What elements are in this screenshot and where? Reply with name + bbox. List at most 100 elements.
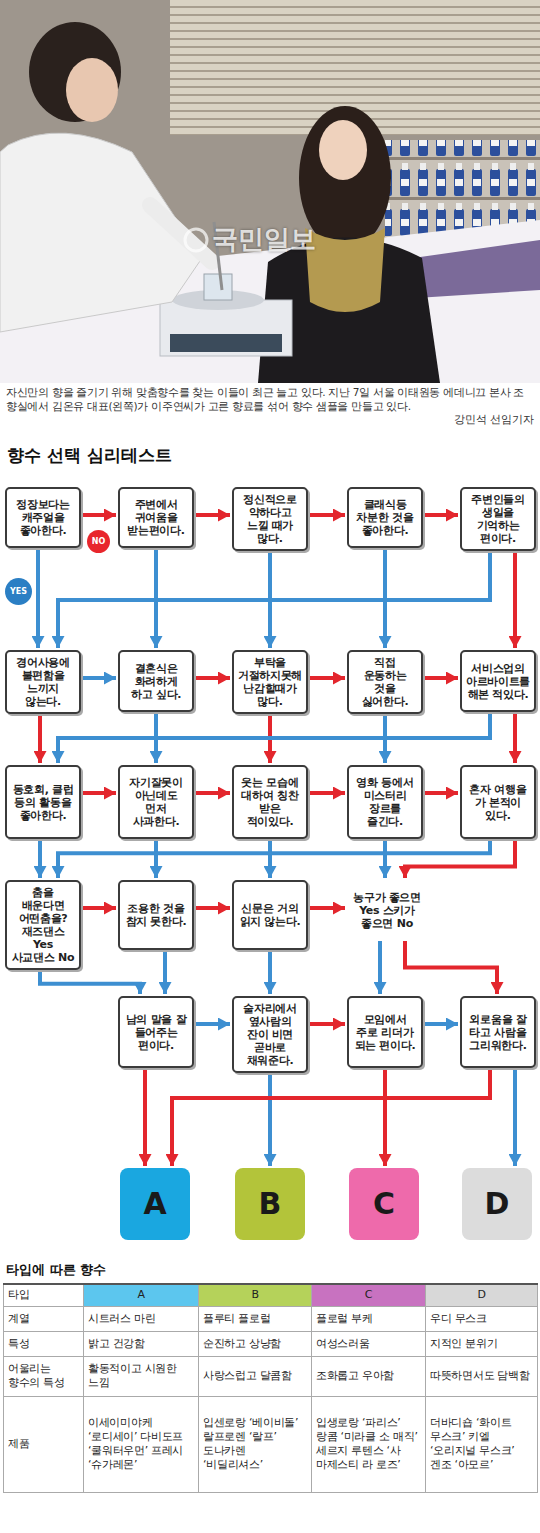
table-cell: 입생로랑 ‘파리스’ 랑콤 ‘미라클 소 매직’ 세르지 루텐스 ‘사 마제스티… bbox=[312, 1396, 426, 1492]
answer-badge: YES bbox=[5, 578, 32, 605]
question-box: 자기잘못이 아닌데도 먼저 사과한다. bbox=[118, 765, 194, 839]
flow-arrow bbox=[143, 1069, 147, 1166]
question-box: 남의 말을 잘 들어주는 편이다. bbox=[118, 996, 194, 1068]
table-text: 시트러스 마린 bbox=[88, 1312, 194, 1326]
node-text: 외로움을 잘 타고 사람을 그리워한다. bbox=[465, 1013, 531, 1052]
table-cell: A bbox=[84, 1284, 199, 1306]
flow-arrow bbox=[195, 791, 230, 795]
type-table: 타입ABCD계열시트러스 마린플루티 플로럴플로럴 부케우디 무스크특성밝고 건… bbox=[3, 1283, 538, 1493]
table-cell: 활동적이고 시원한 느낌 bbox=[84, 1356, 199, 1396]
node-text: YES bbox=[5, 587, 32, 597]
table-cell: 여성스러움 bbox=[312, 1331, 426, 1356]
node-text: D bbox=[462, 1187, 532, 1221]
question-box: 결혼식은 화려하게 하고 싶다. bbox=[118, 650, 194, 712]
table-text: 어울리는 향수의 특성 bbox=[8, 1362, 79, 1390]
node-text: 농구가 좋으면 Yes 스키가 좋으면 No bbox=[350, 891, 424, 930]
table-text: 조화롭고 우아함 bbox=[316, 1369, 421, 1383]
node-text: 동호회, 클럽 등의 활동을 좋아한다. bbox=[10, 783, 76, 822]
flow-arrow bbox=[58, 713, 490, 763]
table-text: 우디 무스크 bbox=[430, 1312, 533, 1326]
table-row: 특성 밝고 건강함 순진하고 상냥함 여성스러움 지적인 분위기 bbox=[4, 1331, 538, 1356]
question-box: 춤을 배운다면 어떤춤을? 재즈댄스 Yes 사교댄스 No bbox=[5, 880, 81, 970]
table-cell: C bbox=[312, 1284, 426, 1306]
question-box: 외로움을 잘 타고 사람을 그리워한다. bbox=[460, 996, 536, 1068]
table-title: 타입에 따른 향수 bbox=[6, 1261, 106, 1278]
table-text: D bbox=[430, 1288, 533, 1302]
flow-arrow bbox=[38, 840, 42, 878]
table-cell: 밝고 건강함 bbox=[84, 1331, 199, 1356]
flow-arrow bbox=[82, 791, 116, 795]
table-cell: 사랑스럽고 달콤함 bbox=[199, 1356, 312, 1396]
result-box: A bbox=[120, 1168, 190, 1240]
table-cell: 우디 무스크 bbox=[426, 1306, 538, 1331]
question-box: 정장보다는 캐주얼을 좋아한다. bbox=[5, 487, 81, 548]
photo-shape bbox=[185, 229, 207, 251]
flow-arrow bbox=[309, 1022, 345, 1026]
table-cell: 순진하고 상냥함 bbox=[199, 1331, 312, 1356]
table-body: 타입ABCD계열시트러스 마린플루티 플로럴플로럴 부케우디 무스크특성밝고 건… bbox=[4, 1284, 538, 1492]
photo-shape bbox=[204, 274, 232, 300]
question-box: 부탁을 거절하지못해 난감할때가 많다. bbox=[232, 650, 308, 714]
table-row: 타입ABCD bbox=[4, 1284, 538, 1306]
result-box: D bbox=[462, 1168, 532, 1240]
flow-arrow bbox=[195, 1022, 230, 1026]
table-text: 이세이미야케 ‘로디세이’ 다비도프 ‘쿨워터우먼’ 프레시 ‘슈가레몬’ bbox=[88, 1416, 194, 1472]
table-cell: 제품 bbox=[4, 1396, 84, 1492]
node-text: 정장보다는 캐주얼을 좋아한다. bbox=[10, 498, 76, 537]
flow-arrow bbox=[309, 676, 345, 680]
flow-arrow bbox=[268, 840, 272, 878]
flow-arrow bbox=[82, 676, 116, 680]
photo-shape bbox=[305, 228, 385, 312]
node-text: 모임에서 주로 리더가 되는 편이다. bbox=[352, 1013, 418, 1052]
flow-arrow bbox=[383, 1069, 387, 1166]
question-box: 주변에서 귀여움을 받는편이다. bbox=[118, 487, 194, 548]
photo-credit: 강민석 선임기자 bbox=[454, 413, 534, 427]
table-text: 순진하고 상냥함 bbox=[203, 1337, 307, 1351]
table-cell: 조화롭고 우아함 bbox=[312, 1356, 426, 1396]
flow-arrow bbox=[82, 906, 116, 910]
table-text: 특성 bbox=[8, 1337, 79, 1351]
node-text: 클래식등 차분한 것을 좋아한다. bbox=[352, 498, 418, 537]
table-text: 계열 bbox=[8, 1312, 79, 1326]
photo-shape bbox=[66, 58, 118, 122]
question-box: 혼자 여행을 가 본적이 있다. bbox=[460, 765, 536, 839]
table-text: 제품 bbox=[8, 1437, 79, 1451]
flow-arrow bbox=[424, 513, 458, 517]
question-box: 조용한 것을 참지 못한다. bbox=[118, 880, 194, 950]
watermark: 국민일보 bbox=[212, 222, 316, 257]
flow-arrow bbox=[405, 840, 515, 878]
flow-arrow bbox=[405, 941, 497, 994]
node-text: 술자리에서 옆사람의 잔이 비면 곧바로 채워준다. bbox=[237, 1002, 303, 1067]
table-text: 더바디숍 ‘화이트 무스크’ 키엘 ‘오리지널 무스크’ 겐조 ‘아모르’ bbox=[430, 1416, 533, 1472]
table-cell: 시트러스 마린 bbox=[84, 1306, 199, 1331]
table-row: 계열시트러스 마린플루티 플로럴플로럴 부케우디 무스크 bbox=[4, 1306, 538, 1331]
table-cell: 플루티 플로럴 bbox=[199, 1306, 312, 1331]
table-text: 지적인 분위기 bbox=[430, 1337, 533, 1351]
question-box: 직접 운동하는 것을 싫어한다. bbox=[347, 650, 423, 714]
table-cell: 어울리는 향수의 특성 bbox=[4, 1356, 84, 1396]
node-text: 서비스업의 아르바이트를 해본 적있다. bbox=[465, 662, 531, 701]
node-text: 결혼식은 화려하게 하고 싶다. bbox=[123, 662, 189, 701]
flow-arrow bbox=[40, 971, 140, 994]
question-box: 동호회, 클럽 등의 활동을 좋아한다. bbox=[5, 765, 81, 839]
photo-shape bbox=[150, 205, 212, 262]
table-text: 타입 bbox=[8, 1288, 79, 1302]
flow-arrow bbox=[424, 791, 458, 795]
flow-arrow bbox=[424, 1022, 458, 1026]
flow-arrow bbox=[383, 840, 387, 878]
table-text: 여성스러움 bbox=[316, 1337, 421, 1351]
question-box: 정신적으로 약하다고 느낄 때가 많다. bbox=[232, 487, 308, 551]
result-box: C bbox=[349, 1168, 419, 1240]
node-text: 춤을 배운다면 어떤춤을? 재즈댄스 Yes 사교댄스 No bbox=[10, 886, 76, 964]
flow-arrow bbox=[268, 1074, 272, 1166]
node-text: 정신적으로 약하다고 느낄 때가 많다. bbox=[237, 493, 303, 545]
node-text: 직접 운동하는 것을 싫어한다. bbox=[352, 656, 418, 708]
table-text: 따뜻하면서도 담백함 bbox=[430, 1369, 533, 1383]
photo-shape bbox=[29, 22, 121, 122]
result-box: B bbox=[235, 1168, 305, 1240]
table-cell: 특성 bbox=[4, 1331, 84, 1356]
flow-arrow bbox=[309, 791, 345, 795]
table-cell: 타입 bbox=[4, 1284, 84, 1306]
table-cell: 이세이미야케 ‘로디세이’ 다비도프 ‘쿨워터우먼’ 프레시 ‘슈가레몬’ bbox=[84, 1396, 199, 1492]
table-text: 활동적이고 시원한 느낌 bbox=[88, 1362, 194, 1390]
